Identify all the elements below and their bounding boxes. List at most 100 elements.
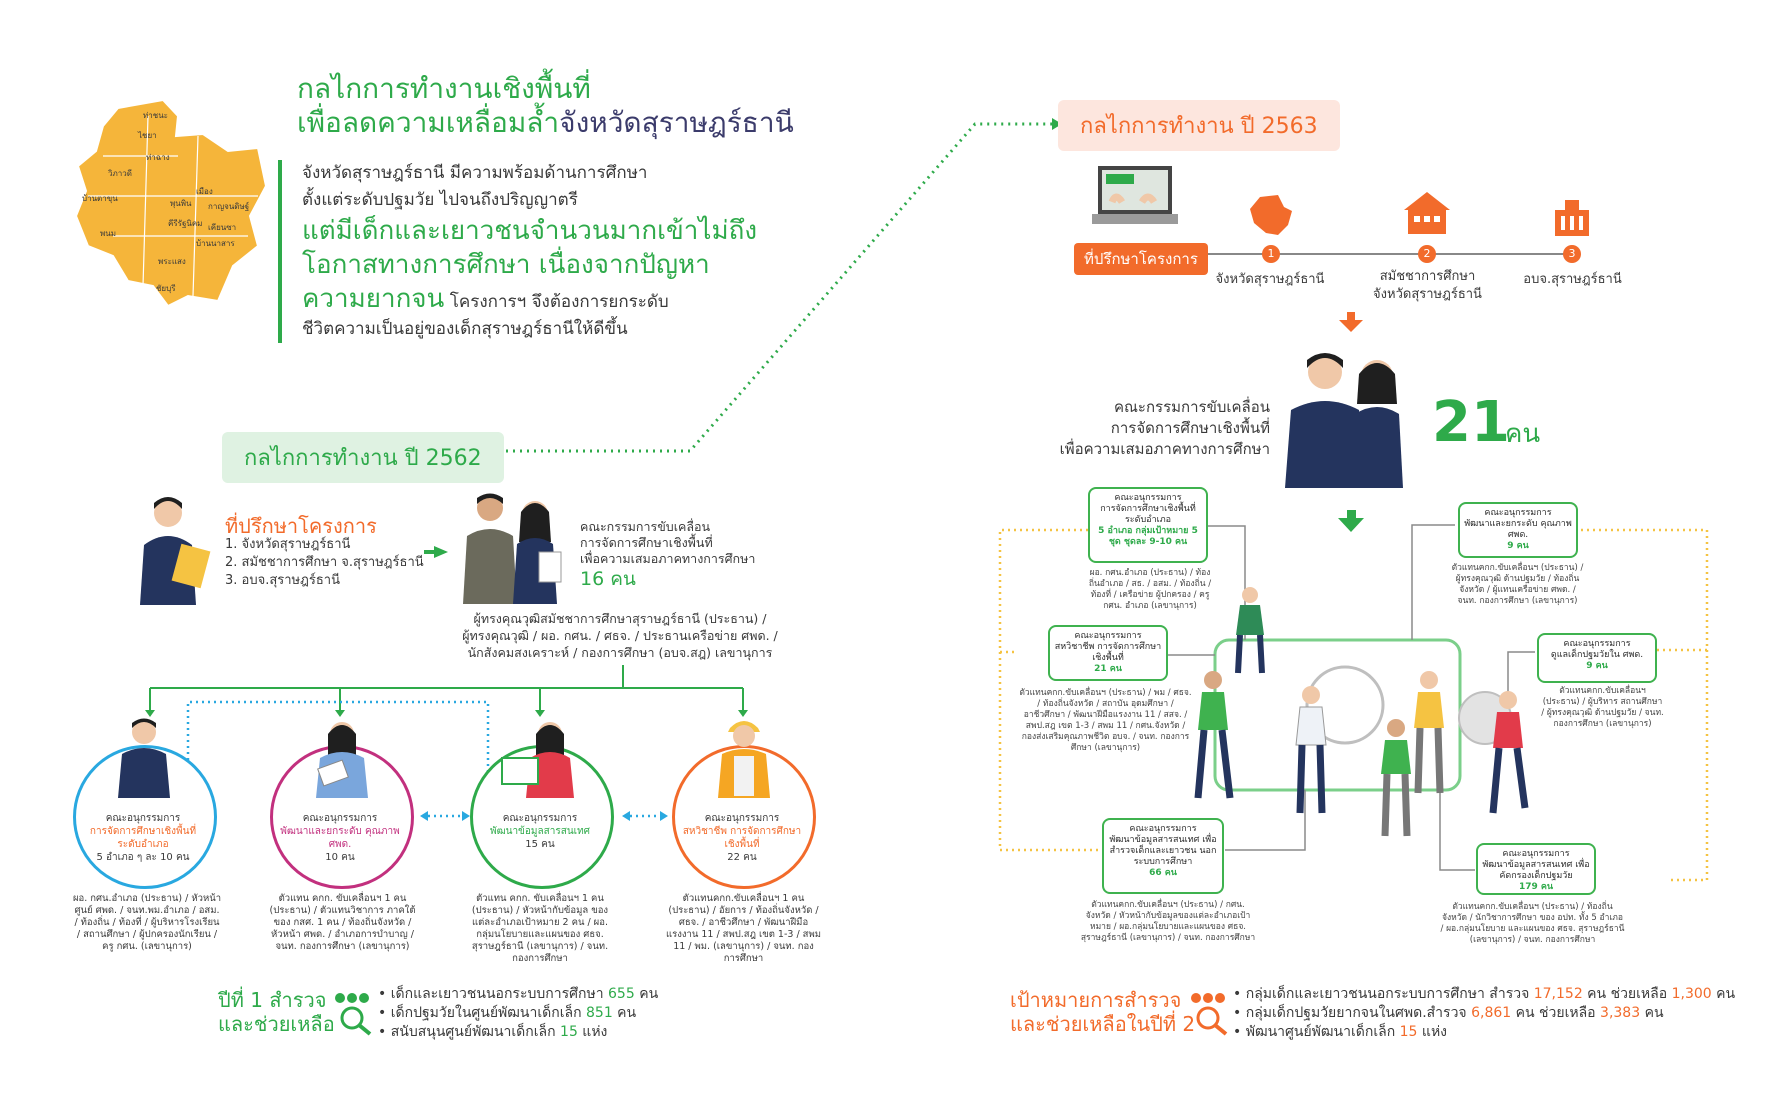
subcommittee-caption: คณะอนุกรรมการ สหวิชาชีพ การจัดการศึกษาเช… [677, 812, 807, 864]
step-label: อบจ.สุราษฎร์ธานี [1523, 272, 1622, 287]
committee-line: การจัดการศึกษาเชิงพื้นที่ [1110, 419, 1270, 437]
dotted-connector [492, 122, 1052, 453]
card-count: 66 คน [1149, 868, 1177, 878]
subcommittee-card: คณะอนุกรรมการ พัฒนาและยกระดับ คุณภาพ ศพด… [1458, 502, 1578, 558]
school-icon [1404, 192, 1450, 234]
subcommittee-note: ตัวแทน คกก. ขับเคลื่อนฯ 1 คน (ประธาน) / … [269, 893, 416, 952]
step-label: จังหวัดสุราษฎร์ธานี [1215, 272, 1325, 287]
card-note: ตัวแทนคกก.ขับเคลื่อนฯ (ประธาน) / กศน. จั… [1080, 900, 1256, 943]
map-label: บ้านนาสาร [196, 239, 235, 248]
step-label-line: สมัชชาการศึกษา [1379, 269, 1476, 284]
person-icon [140, 497, 211, 605]
goal-title-2562: ปีที่ 1 สำรวจ และช่วยเหลือ [218, 988, 335, 1036]
advisor-tag-2563: ที่ปรึกษาโครงการ [1074, 243, 1208, 275]
subcommittee-caption: คณะอนุกรรมการ พัฒนาข้อมูลสารสนเทศ 15 คน [475, 812, 605, 851]
goal-item: • กลุ่มเด็กและเยาวชนนอกระบบการศึกษา สำรว… [1233, 986, 1736, 1002]
card-name: การจัดการศึกษาเชิงพื้นที่ ระดับอำเภอ [1100, 504, 1196, 525]
intro-line: โอกาสทางการศึกษา เนื่องจากปัญหา [302, 250, 710, 280]
members-line: ผู้ทรงคุณวุฒิสมัชชาการศึกษาสุราษฎร์ธานี … [473, 611, 767, 626]
person-icon [1414, 671, 1444, 794]
advisor-item: 1. จังหวัดสุราษฎร์ธานี [225, 537, 351, 552]
card-name: พัฒนาข้อมูลสารสนเทศ เพื่อคัดกรองเด็กปฐมว… [1482, 860, 1590, 881]
caption-name: สหวิชาชีพ การจัดการศึกษาเชิงพื้นที่ [682, 826, 802, 850]
card-note: ตัวแทนคกก.ขับเคลื่อนฯ (ประธาน) / ผู้ทรงค… [1451, 563, 1584, 606]
map-label: เมือง [196, 187, 213, 196]
goal-list-2562: • เด็กและเยาวชนนอกระบบการศึกษา 655 คน • … [378, 985, 658, 1042]
step-number: 1 [1262, 245, 1280, 263]
card-count: 21 คน [1094, 664, 1122, 674]
members-line: นักสังคมสงเคราะห์ / กองการศึกษา (อบจ.สฎ)… [467, 645, 773, 660]
committee-2562: คณะกรรมการขับเคลื่อน การจัดการศึกษาเชิงพ… [580, 519, 755, 590]
intro-text: จังหวัดสุราษฎร์ธานี มีความพร้อมด้านการศึ… [278, 160, 772, 343]
group-search-icon [335, 993, 372, 1036]
card-title: คณะอนุกรรมการ [1563, 639, 1631, 649]
subcommittee-circle [470, 745, 614, 889]
step-label: สมัชชาการศึกษา จังหวัดสุราษฎร์ธานี [1355, 268, 1500, 304]
intro-line: จังหวัดสุราษฎร์ธานี มีความพร้อมด้านการศึ… [302, 163, 648, 183]
step-number: 2 [1418, 245, 1436, 263]
surat-thani-map: ท่าชนะ ไชยา ท่าฉาง วิภาวดี บ้านตาขุน พุน… [68, 96, 268, 308]
subcommittee-card: คณะอนุกรรมการ สหวิชาชีพ การจัดการศึกษาเช… [1048, 625, 1168, 681]
person-icon [718, 721, 770, 798]
goal-title-line: และช่วยเหลือในปีที่ 2 [1010, 1012, 1196, 1036]
map-label: พระแสง [158, 257, 186, 266]
intro-line: ชีวิตความเป็นอยู่ของเด็กสุราษฎร์ธานีให้ด… [302, 319, 628, 339]
card-count: 179 คน [1518, 882, 1554, 892]
map-label: ชัยบุรี [156, 284, 176, 293]
card-name: พัฒนาข้อมูลสารสนเทศ เพื่อสำรวจเด็กและเยา… [1109, 835, 1217, 867]
goal-title-line: เป้าหมายการสำรวจ [1010, 988, 1182, 1012]
building-icon [1555, 200, 1589, 236]
committee-people-icon [463, 493, 562, 604]
map-label: บ้านตาขุน [82, 194, 118, 203]
advisor-item: 2. สมัชชาการศึกษา จ.สุราษฎร์ธานี [225, 555, 424, 570]
caption-title: คณะอนุกรรมการ [704, 813, 780, 824]
map-label: เคียนซา [208, 223, 237, 232]
committee-unit-2563: คน [1505, 419, 1541, 449]
advisor-title-2562: ที่ปรึกษาโครงการ [225, 514, 377, 538]
card-title: คณะอนุกรรมการ [1484, 508, 1552, 518]
caption-title: คณะอนุกรรมการ [302, 813, 378, 824]
title-line2-green: เพื่อลดความเหลื่อมล้ำ [297, 106, 560, 139]
subcommittee-note: ผอ. กศน.อำเภอ (ประธาน) / หัวหน้าศูนย์ ศพ… [72, 893, 222, 952]
committee-members-2562: ผู้ทรงคุณวุฒิสมัชชาการศึกษาสุราษฎร์ธานี … [430, 610, 810, 661]
goal-list-2563: • กลุ่มเด็กและเยาวชนนอกระบบการศึกษา สำรว… [1233, 985, 1735, 1042]
intro-highlight: ความยากจน [302, 284, 445, 314]
subcommittee-card: คณะอนุกรรมการ ดูแลเด็กปฐมวัยใน ศพด. 9 คน [1537, 633, 1657, 683]
card-count: 9 คน [1507, 541, 1529, 551]
card-title: คณะอนุกรรมการ [1502, 849, 1570, 859]
person-icon [1489, 691, 1529, 814]
map-icon [74, 98, 268, 308]
caption-count: 10 คน [325, 852, 355, 863]
caption-title: คณะอนุกรรมการ [502, 813, 578, 824]
arrow-right-icon [1052, 118, 1062, 130]
subcommittee-caption: คณะอนุกรรมการ พัฒนาและยกระดับ คุณภาพ ศพด… [275, 812, 405, 864]
card-name: พัฒนาและยกระดับ คุณภาพ ศพด. [1464, 519, 1572, 540]
goal-title-line: และช่วยเหลือ [218, 1012, 335, 1036]
goal-item: • พัฒนาศูนย์พัฒนาเด็กเล็ก 15 แห่ง [1233, 1024, 1448, 1040]
goal-title-2563: เป้าหมายการสำรวจ และช่วยเหลือในปีที่ 2 [1010, 988, 1195, 1036]
subcommittee-caption: คณะอนุกรรมการ การจัดการศึกษาเชิงพื้นที่ … [78, 812, 208, 864]
person-icon [1194, 671, 1234, 799]
caption-name: พัฒนาและยกระดับ คุณภาพ ศพด. [280, 826, 400, 850]
intro-line: ตั้งแต่ระดับปฐมวัย ไปจนถึงปริญญาตรี [302, 190, 578, 210]
card-count: 5 อำเภอ กลุ่มเป้าหมาย 5 ชุด ชุดละ 9-10 ค… [1098, 526, 1198, 547]
arrow-right-icon [434, 546, 448, 558]
person-icon [1235, 587, 1265, 674]
card-count: 9 คน [1586, 661, 1608, 671]
map-label: ท่าฉาง [146, 153, 170, 162]
arrow-down-icon [1339, 320, 1363, 332]
committee-count-2562: 16 คน [580, 568, 636, 590]
map-label: พุนพิน [170, 199, 192, 208]
year-2562-label: กลไกการทำงาน ปี 2562 [222, 432, 504, 483]
caption-count: 5 อำเภอ ๆ ละ 10 คน [96, 852, 190, 863]
advisor-list-2562: 1. จังหวัดสุราษฎร์ธานี 2. สมัชชาการศึกษา… [225, 536, 424, 590]
advisor-item: 3. อบจ.สุราษฎร์ธานี [225, 573, 340, 588]
year-2563-label: กลไกการทำงาน ปี 2563 [1058, 100, 1340, 151]
card-title: คณะอนุกรรมการ [1114, 493, 1182, 503]
goal-item: • กลุ่มเด็กปฐมวัยยากจนในศพด.สำรวจ 6,861 … [1233, 1005, 1664, 1021]
caption-name: พัฒนาข้อมูลสารสนเทศ [489, 826, 591, 837]
committee-people-icon [1285, 353, 1403, 488]
map-label: กาญจนดิษฐ์ [208, 202, 250, 211]
subcommittee-card: คณะอนุกรรมการ พัฒนาข้อมูลสารสนเทศ เพื่อค… [1476, 843, 1596, 895]
goal-item: • สนับสนุนศูนย์พัฒนาเด็กเล็ก 15 แห่ง [378, 1024, 608, 1040]
